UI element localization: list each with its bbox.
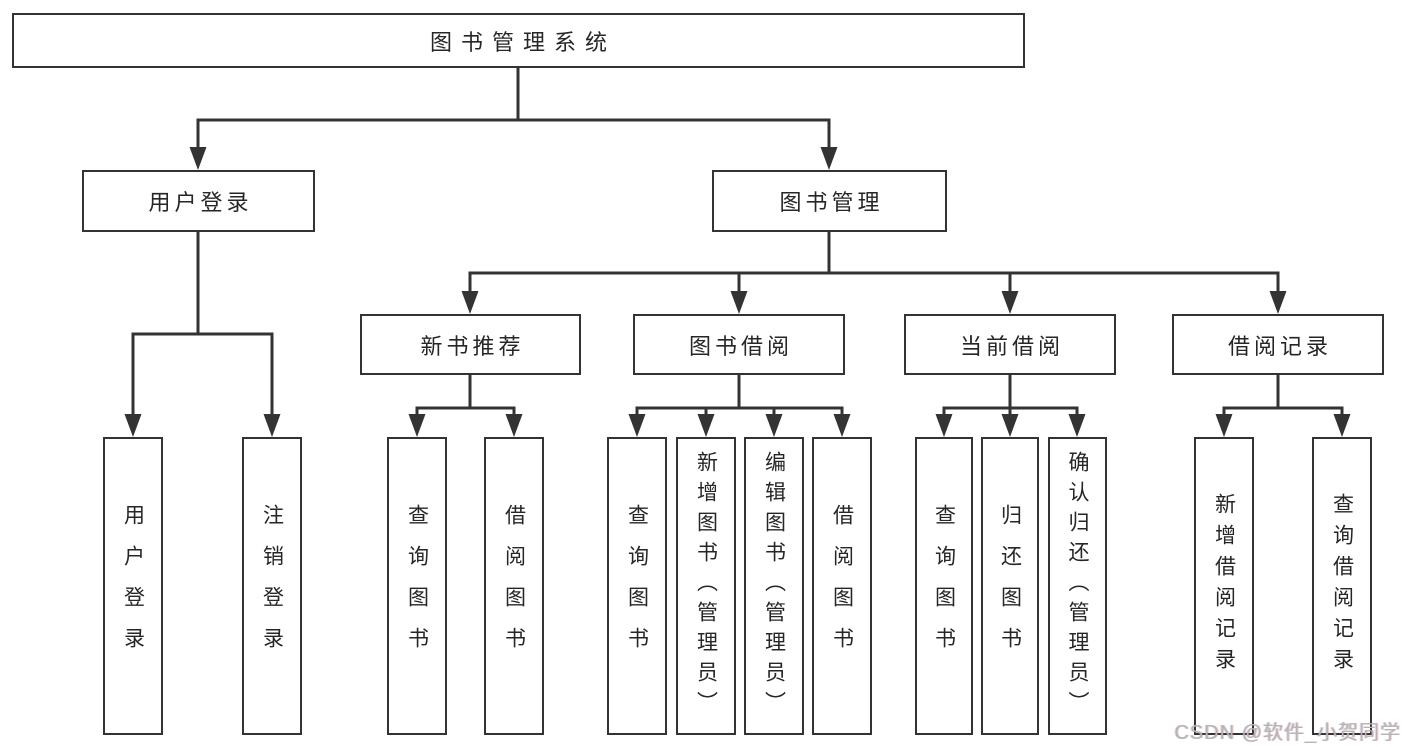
leaf-query-borrow-record-label: 查询借阅记录 [1330,493,1354,679]
leaf-user-login-label: 用户登录 [121,504,145,668]
connector-current-borrow-to-leaves [935,375,1086,437]
connector-root-to-level2 [189,68,838,170]
leaf-query-books-2: 查询图书 [607,437,667,735]
connector-book-borrow-to-leaves [628,375,851,437]
leaf-edit-books-admin: 编辑图书（管理员） [744,437,804,735]
node-new-book-recommend: 新书推荐 [360,314,581,375]
leaf-borrow-books: 借阅图书 [484,437,544,735]
leaf-query-books-3-label: 查询图书 [932,504,956,668]
leaf-query-books-2-label: 查询图书 [625,504,649,668]
leaf-return-books: 归还图书 [981,437,1039,735]
leaf-query-borrow-record: 查询借阅记录 [1312,437,1372,735]
connector-borrow-record-to-leaves [1215,375,1351,437]
leaf-add-borrow-record: 新增借阅记录 [1194,437,1254,735]
leaf-borrow-books-label: 借阅图书 [502,504,526,668]
node-current-borrow: 当前借阅 [904,314,1116,375]
node-library-management-system: 图书管理系统 [12,13,1025,68]
leaf-add-books-admin-label: 新增图书（管理员） [694,451,718,721]
leaf-edit-books-admin-label: 编辑图书（管理员） [762,451,786,721]
leaf-query-books-label: 查询图书 [405,504,429,668]
leaf-confirm-return-admin: 确认归还（管理员） [1048,437,1107,735]
connector-book-management-to-level3 [461,232,1287,314]
leaf-add-borrow-record-label: 新增借阅记录 [1212,493,1236,679]
leaf-return-books-label: 归还图书 [998,504,1022,668]
leaf-logout-login-label: 注销登录 [260,504,284,668]
leaf-confirm-return-admin-label: 确认归还（管理员） [1066,451,1089,721]
leaf-borrow-books-2: 借阅图书 [812,437,872,735]
node-book-management: 图书管理 [712,170,947,232]
node-user-login: 用户登录 [82,170,315,232]
leaf-user-login: 用户登录 [103,437,163,735]
node-borrow-records: 借阅记录 [1172,314,1384,375]
leaf-query-books: 查询图书 [387,437,447,735]
leaf-query-books-3: 查询图书 [915,437,973,735]
connector-user-login-to-leaves [124,232,281,437]
node-book-borrow: 图书借阅 [633,314,845,375]
leaf-logout-login: 注销登录 [242,437,302,735]
csdn-watermark: CSDN @软件_小贺同学 [1174,722,1401,744]
connector-new-book-to-leaves [408,375,523,437]
leaf-borrow-books-2-label: 借阅图书 [830,504,854,668]
leaf-add-books-admin: 新增图书（管理员） [676,437,736,735]
